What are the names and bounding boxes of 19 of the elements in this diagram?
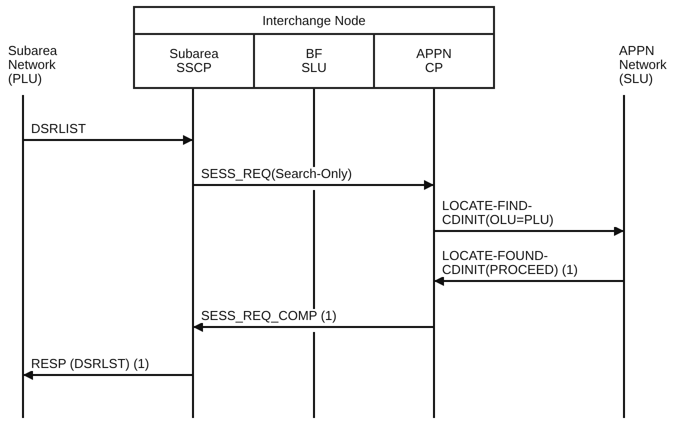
participant-name: APPN CP xyxy=(416,47,452,75)
message-arrow xyxy=(434,226,624,236)
edge-label: SESS_REQ_COMP (1) xyxy=(200,309,338,323)
edge-label: SESS_REQ(Search-Only) xyxy=(200,167,353,181)
participant-name: Subarea SSCP xyxy=(169,47,219,75)
participant-box xyxy=(255,35,375,89)
message-arrow xyxy=(23,370,193,380)
participant-name: BF SLU xyxy=(301,47,327,75)
message-arrow xyxy=(193,180,434,190)
message-arrow xyxy=(193,322,434,332)
group-title: Interchange Node xyxy=(262,14,366,28)
message-arrow xyxy=(434,276,624,286)
participant-name: APPN Network (SLU) xyxy=(619,44,668,86)
message-arrow xyxy=(23,135,193,145)
header-box xyxy=(133,6,495,35)
participant-name: Subarea Network (PLU) xyxy=(8,44,58,86)
edge-label: RESP (DSRLST) (1) xyxy=(30,357,150,371)
edge-label: LOCATE-FIND- CDINIT(OLU=PLU) xyxy=(441,199,619,227)
edge-label: DSRLIST xyxy=(30,122,87,136)
